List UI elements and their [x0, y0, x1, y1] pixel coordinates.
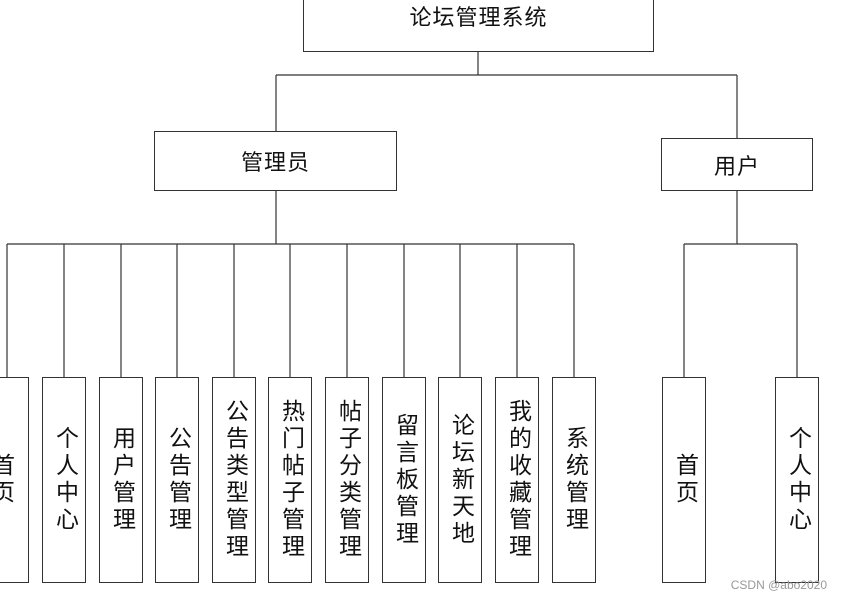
admin-module: 热门帖子管理: [268, 377, 312, 583]
admin-module-label: 帖子分类管理: [334, 399, 361, 561]
role-label-admin: 管理员: [240, 151, 310, 176]
admin-module-label: 我的收藏管理: [504, 399, 531, 561]
role-node-admin: 管理员: [154, 131, 397, 191]
watermark: CSDN @abo2020: [730, 578, 827, 592]
admin-module: 个人中心: [42, 377, 86, 583]
admin-module: 帖子分类管理: [325, 377, 369, 583]
root-node: 论坛管理系统: [303, 0, 654, 52]
admin-module: 留言板管理: [382, 377, 426, 583]
root-label: 论坛管理系统: [409, 6, 548, 31]
admin-module-label: 公告管理: [164, 426, 191, 534]
admin-module: 公告管理: [155, 377, 199, 583]
admin-module-label: 热门帖子管理: [277, 399, 304, 561]
admin-module: 系统管理: [552, 377, 596, 583]
admin-module-label: 留言板管理: [391, 412, 418, 548]
role-label-user: 用户: [713, 154, 760, 180]
admin-module: 我的收藏管理: [495, 377, 539, 583]
user-module: 个人中心: [775, 377, 819, 583]
user-module-label: 首页: [671, 453, 698, 507]
admin-module-label: 公告类型管理: [221, 399, 248, 561]
admin-module: 公告类型管理: [212, 377, 256, 583]
admin-module-label: 论坛新天地: [447, 412, 474, 548]
admin-module-label: 系统管理: [561, 426, 588, 534]
admin-module-label: 个人中心: [51, 426, 78, 534]
user-module: 首页: [662, 377, 706, 583]
role-node-user: 用户: [661, 138, 813, 191]
admin-module: 论坛新天地: [438, 377, 482, 583]
admin-module: 首页: [0, 377, 29, 583]
admin-module: 用户管理: [99, 377, 143, 583]
user-module-label: 个人中心: [784, 426, 811, 534]
admin-module-label: 用户管理: [108, 426, 135, 534]
admin-module-label: 首页: [0, 453, 14, 507]
